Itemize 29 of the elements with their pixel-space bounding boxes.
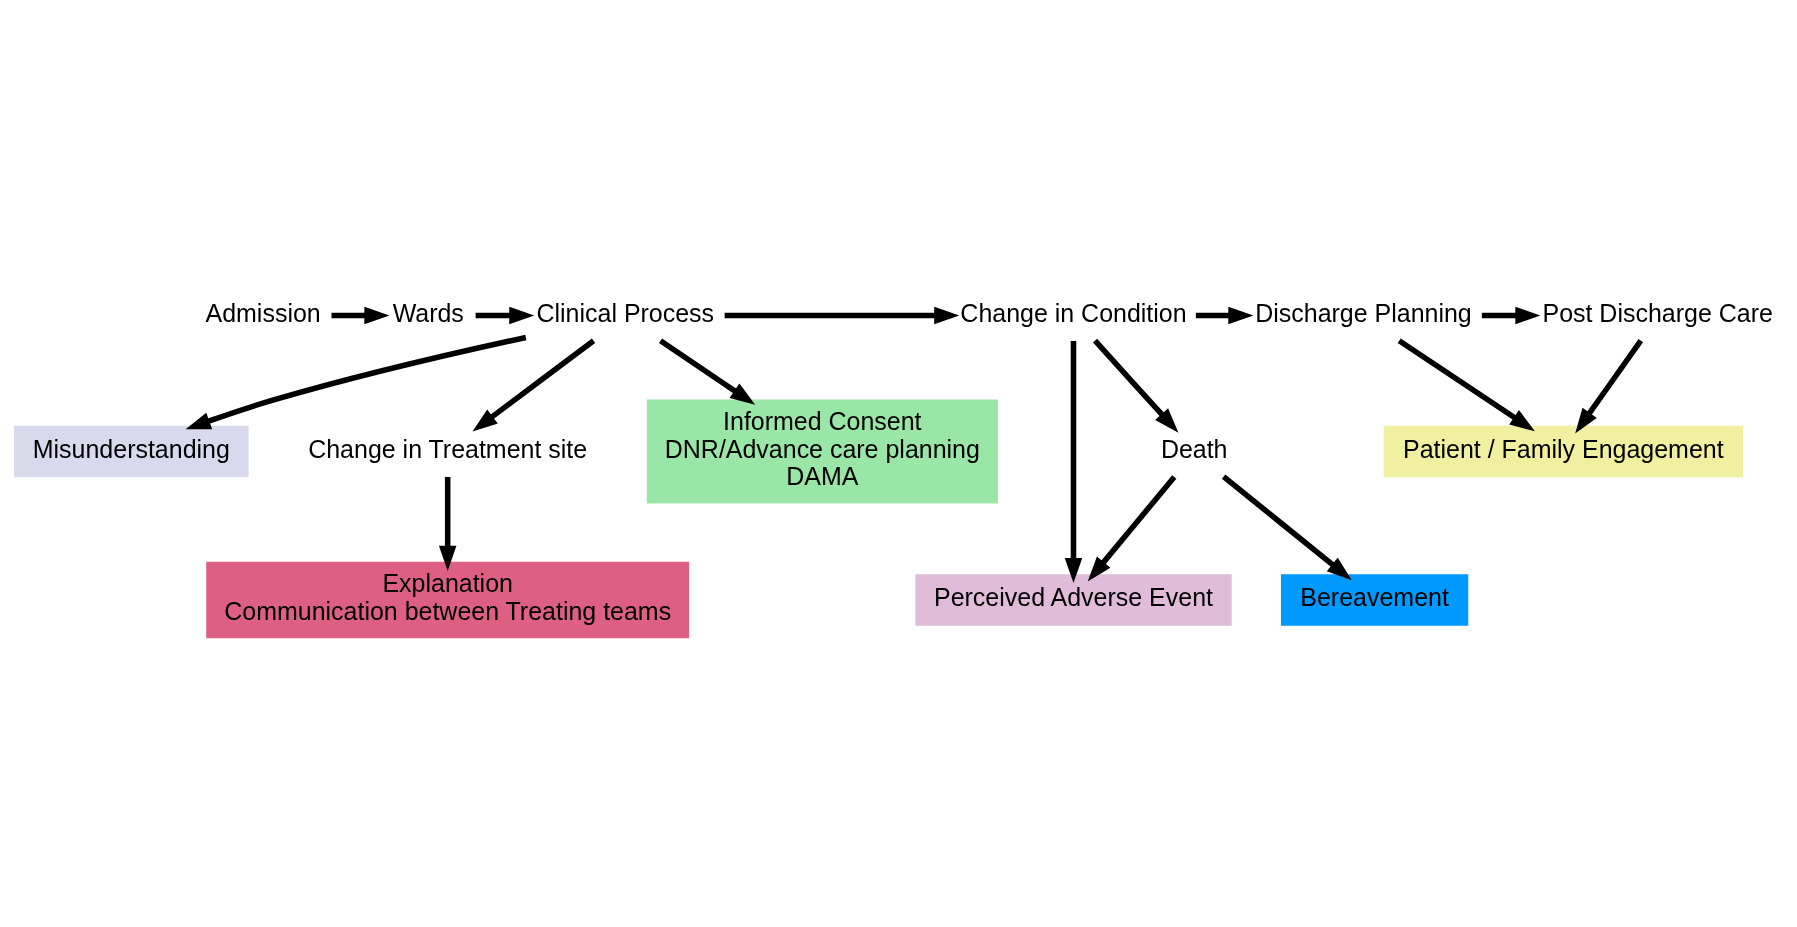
node-text: Wards bbox=[392, 298, 464, 327]
arrow bbox=[185, 334, 526, 429]
node-box: Misunderstanding bbox=[13, 425, 249, 477]
node-box: Perceived Adverse Event bbox=[914, 573, 1232, 626]
arrow bbox=[1092, 338, 1178, 433]
node-box: Informed Consent DNR/Advance care planning DAMA bbox=[646, 398, 998, 504]
node-box: Patient / Family Engagement bbox=[1383, 425, 1743, 477]
node-text: Death bbox=[1160, 434, 1228, 463]
node-text: Admission bbox=[205, 298, 321, 327]
arrow bbox=[331, 306, 389, 324]
arrow bbox=[1397, 337, 1535, 431]
arrow bbox=[1064, 340, 1082, 583]
arrow bbox=[1481, 306, 1540, 324]
arrow bbox=[475, 306, 534, 324]
arrow bbox=[1195, 306, 1253, 324]
node-box: Bereavement bbox=[1280, 573, 1468, 626]
arrow bbox=[438, 476, 456, 571]
arrow bbox=[1087, 474, 1176, 581]
node-text: Discharge Planning bbox=[1254, 298, 1472, 327]
arrow bbox=[471, 338, 595, 432]
arrow bbox=[724, 306, 959, 324]
node-text: Change in Condition bbox=[959, 298, 1187, 327]
node-text: Post Discharge Care bbox=[1541, 298, 1773, 327]
node-box: Explanation Communication between Treating teams bbox=[205, 561, 689, 638]
arrow bbox=[658, 337, 755, 405]
node-text: Change in Treatment site bbox=[307, 434, 587, 463]
node-text: Clinical Process bbox=[535, 298, 714, 327]
arrow bbox=[1221, 473, 1352, 580]
arrow bbox=[1574, 338, 1643, 433]
